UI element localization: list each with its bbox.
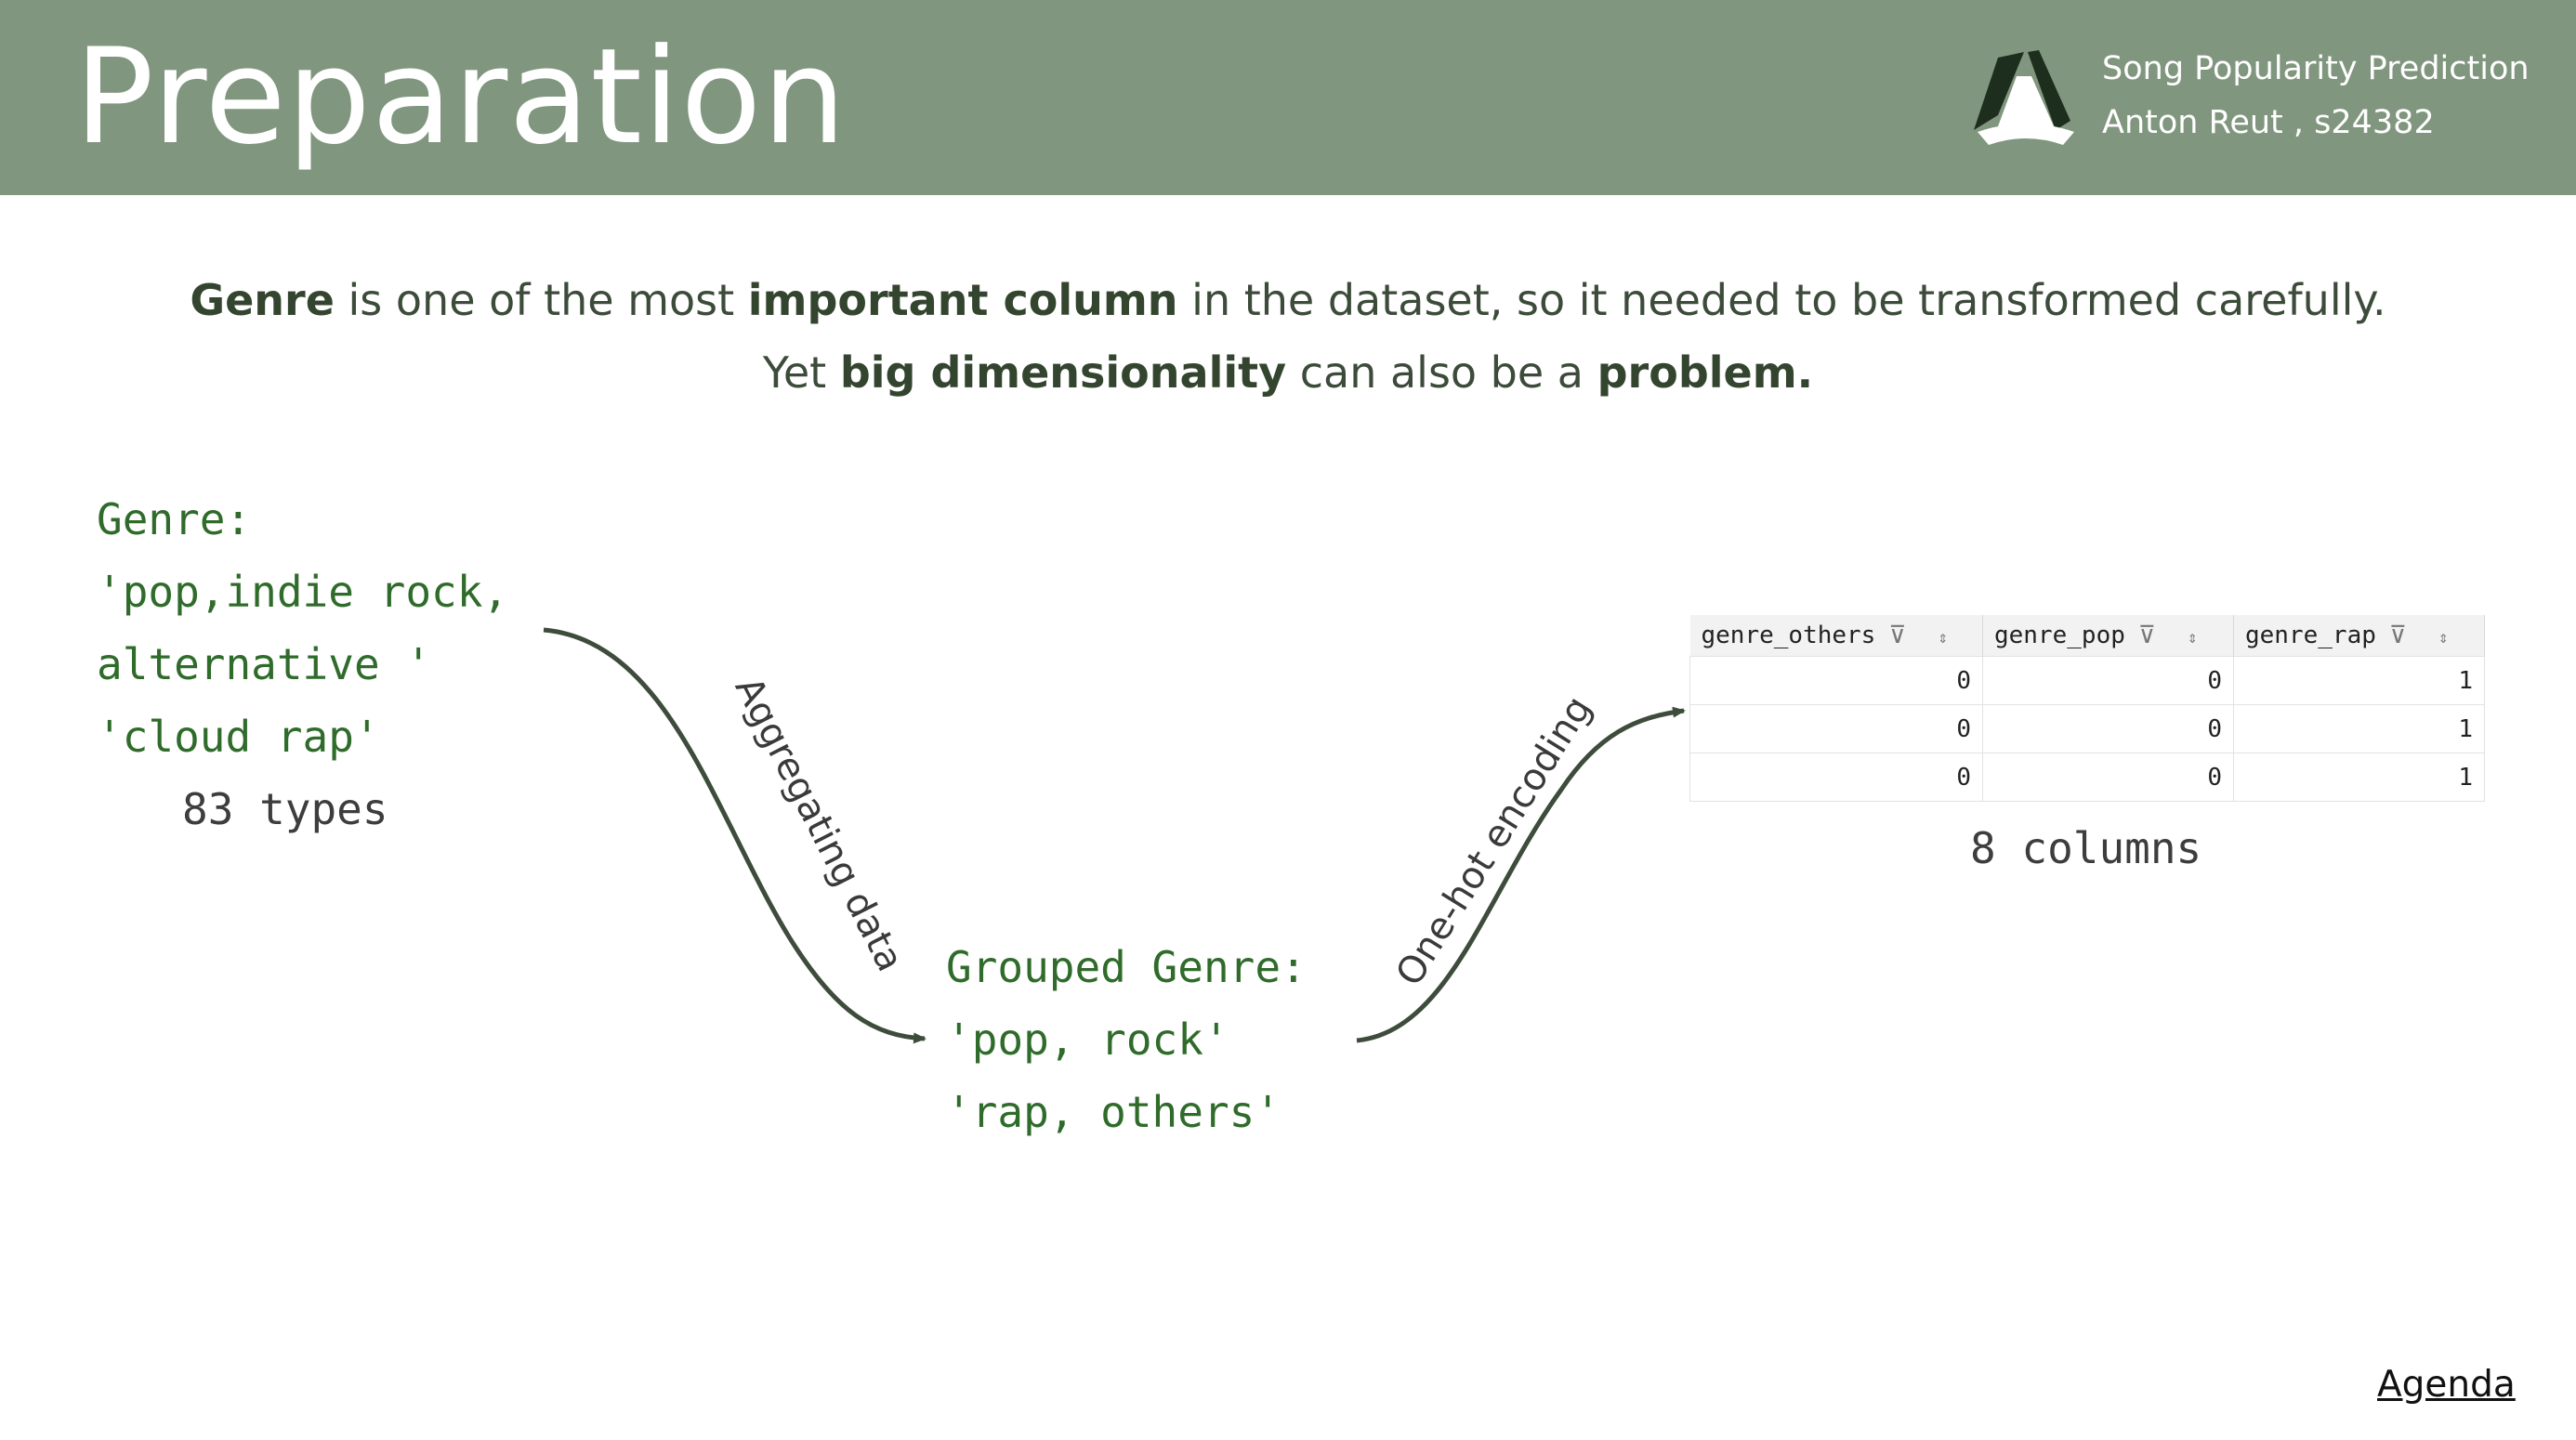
table-cell: 0 bbox=[1689, 656, 1983, 705]
table-cell: 1 bbox=[2233, 656, 2485, 705]
sort-icon[interactable]: ⇕ bbox=[1938, 628, 1949, 648]
column-count-caption: 8 columns bbox=[1970, 823, 2202, 873]
genre-label: Genre: bbox=[97, 494, 252, 544]
column-header[interactable]: genre_rap ⊽ ⇕ bbox=[2233, 615, 2485, 657]
grouped-genre-label: Grouped Genre: bbox=[946, 942, 1307, 992]
intro-important: important column bbox=[747, 275, 1178, 325]
one-hot-table: genre_others ⊽ ⇕ genre_pop ⊽ ⇕ genre_rap ⊽ ⇕ 0… bbox=[1689, 615, 2485, 802]
author-name: Anton Reut , s24382 bbox=[2102, 104, 2435, 141]
table-cell: 0 bbox=[1982, 656, 2234, 705]
table-cell: 0 bbox=[1689, 704, 1983, 753]
encode-arrow bbox=[1356, 706, 1686, 1043]
table-row: 0 0 1 bbox=[1689, 704, 2485, 753]
table-cell: 1 bbox=[2233, 753, 2485, 802]
agenda-link[interactable]: Agenda bbox=[2377, 1364, 2516, 1406]
genre-type-count: 83 types bbox=[182, 784, 388, 834]
genre-example-1b: alternative ' bbox=[97, 639, 432, 689]
filter-icon[interactable]: ⊽ bbox=[1888, 622, 1907, 649]
table-cell: 0 bbox=[1982, 753, 2234, 802]
aggregate-arrow bbox=[543, 627, 927, 1044]
slide-title: Preparation bbox=[74, 20, 848, 174]
table-header-row: genre_others ⊽ ⇕ genre_pop ⊽ ⇕ genre_rap ⊽ ⇕ bbox=[1689, 615, 2485, 657]
intro-line-1: Genre is one of the most important colum… bbox=[0, 275, 2576, 325]
project-name: Song Popularity Prediction bbox=[2102, 50, 2530, 87]
genre-example-2: 'cloud rap' bbox=[97, 712, 380, 762]
column-header[interactable]: genre_pop ⊽ ⇕ bbox=[1982, 615, 2234, 657]
table-cell: 0 bbox=[1689, 753, 1983, 802]
filter-icon[interactable]: ⊽ bbox=[2388, 622, 2407, 649]
grouped-genre-line-1: 'pop, rock' bbox=[946, 1015, 1229, 1065]
table-cell: 1 bbox=[2233, 704, 2485, 753]
sort-icon[interactable]: ⇕ bbox=[2187, 628, 2198, 648]
grouped-genre-line-2: 'rap, others' bbox=[946, 1087, 1281, 1137]
table-cell: 0 bbox=[1982, 704, 2234, 753]
intro-text: is one of the most bbox=[334, 275, 748, 325]
filter-icon[interactable]: ⊽ bbox=[2137, 622, 2156, 649]
genre-example-1a: 'pop,indie rock, bbox=[97, 567, 509, 617]
intro-text: Yet bbox=[762, 347, 840, 398]
intro-dimensionality: big dimensionality bbox=[839, 347, 1287, 398]
table-row: 0 0 1 bbox=[1689, 656, 2485, 705]
column-header-label: genre_rap bbox=[2245, 622, 2376, 649]
intro-text: can also be a bbox=[1286, 347, 1597, 398]
intro-problem: problem. bbox=[1597, 347, 1814, 398]
university-logo-icon bbox=[1974, 50, 2074, 145]
sort-icon[interactable]: ⇕ bbox=[2438, 628, 2449, 648]
slide-header: Preparation Song Popularity Prediction A… bbox=[0, 0, 2576, 195]
column-header[interactable]: genre_others ⊽ ⇕ bbox=[1689, 615, 1983, 657]
column-header-label: genre_others bbox=[1701, 622, 1876, 649]
column-header-label: genre_pop bbox=[1994, 622, 2125, 649]
table-row: 0 0 1 bbox=[1689, 753, 2485, 802]
intro-line-2: Yet big dimensionality can also be a pro… bbox=[0, 347, 2576, 398]
intro-text: in the dataset, so it needed to be trans… bbox=[1177, 275, 2386, 325]
intro-genre: Genre bbox=[190, 275, 335, 325]
